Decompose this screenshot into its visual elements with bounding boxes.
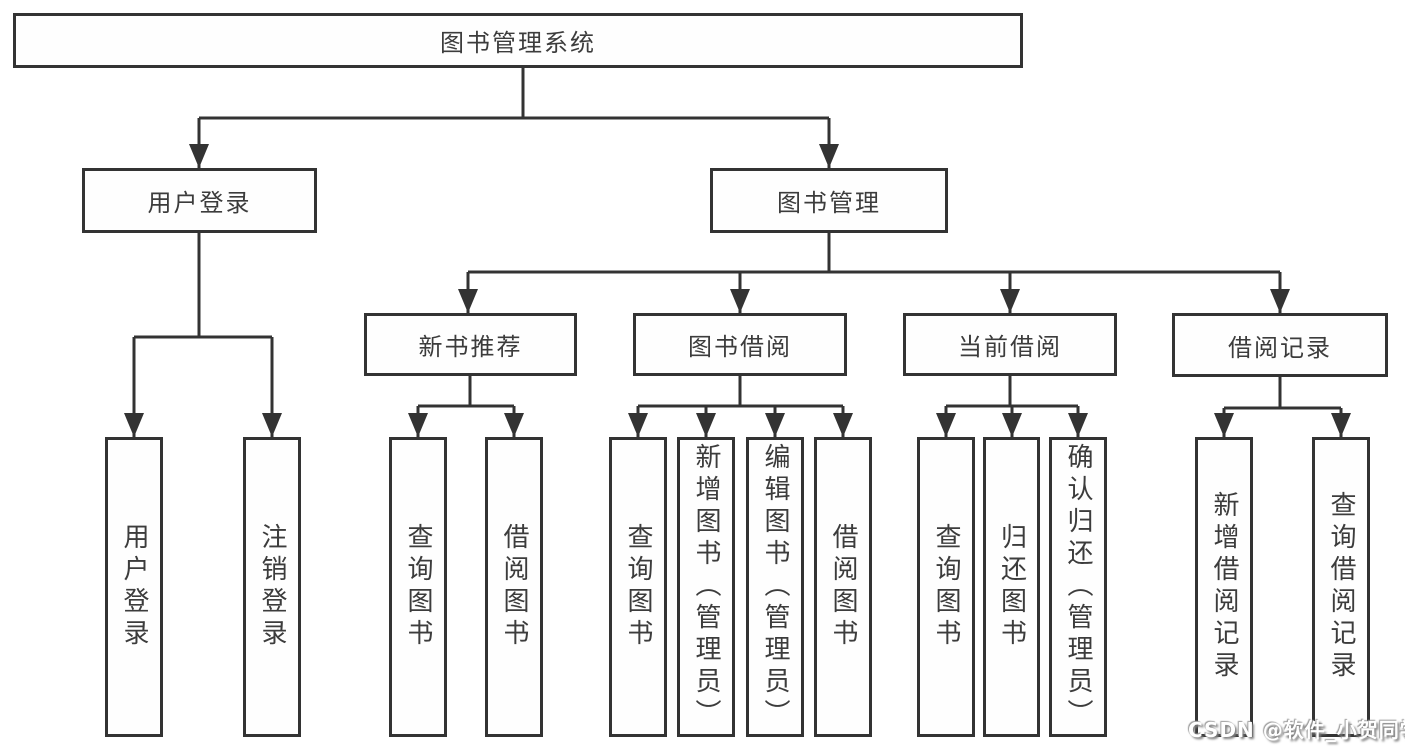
leaf-current-query-books: 查询图书 bbox=[917, 437, 975, 737]
leaf-current-return-books: 归还图书 bbox=[983, 437, 1040, 737]
leaf-user-login: 用户登录 bbox=[105, 437, 163, 737]
csdn-watermark: CSDN @软件_小贺同学 bbox=[1188, 718, 1405, 742]
node-new-book-recommend: 新书推荐 bbox=[364, 313, 577, 376]
node-root-system: 图书管理系统 bbox=[13, 13, 1023, 68]
leaf-borrow-add-books-admin: 新增图书（管理员） bbox=[677, 437, 735, 737]
leaf-borrow-borrow-books: 借阅图书 bbox=[814, 437, 872, 737]
leaf-current-confirm-return-admin: 确认归还（管理员） bbox=[1049, 437, 1107, 737]
edge-newbook-trunk bbox=[418, 376, 514, 408]
node-user-login: 用户登录 bbox=[82, 168, 317, 233]
node-book-management: 图书管理 bbox=[710, 168, 948, 233]
edge-login-trunk bbox=[134, 233, 272, 339]
node-current-borrowing: 当前借阅 bbox=[903, 313, 1117, 376]
edge-root-trunk bbox=[199, 68, 829, 120]
leaf-newbook-query-books: 查询图书 bbox=[389, 437, 447, 737]
leaf-newbook-borrow-books: 借阅图书 bbox=[485, 437, 543, 737]
leaf-records-add-borrow-record: 新增借阅记录 bbox=[1195, 437, 1253, 737]
leaf-logout: 注销登录 bbox=[243, 437, 301, 737]
edge-records-trunk bbox=[1224, 377, 1341, 410]
edge-mgmt-trunk bbox=[468, 233, 1280, 274]
node-book-borrowing: 图书借阅 bbox=[633, 313, 847, 376]
node-borrow-records: 借阅记录 bbox=[1172, 313, 1388, 377]
edge-current-trunk bbox=[946, 376, 1078, 408]
edge-borrow-trunk bbox=[638, 376, 843, 408]
leaf-borrow-edit-books-admin: 编辑图书（管理员） bbox=[746, 437, 804, 737]
leaf-borrow-query-books: 查询图书 bbox=[609, 437, 667, 737]
leaf-records-query-borrow-record: 查询借阅记录 bbox=[1312, 437, 1370, 737]
